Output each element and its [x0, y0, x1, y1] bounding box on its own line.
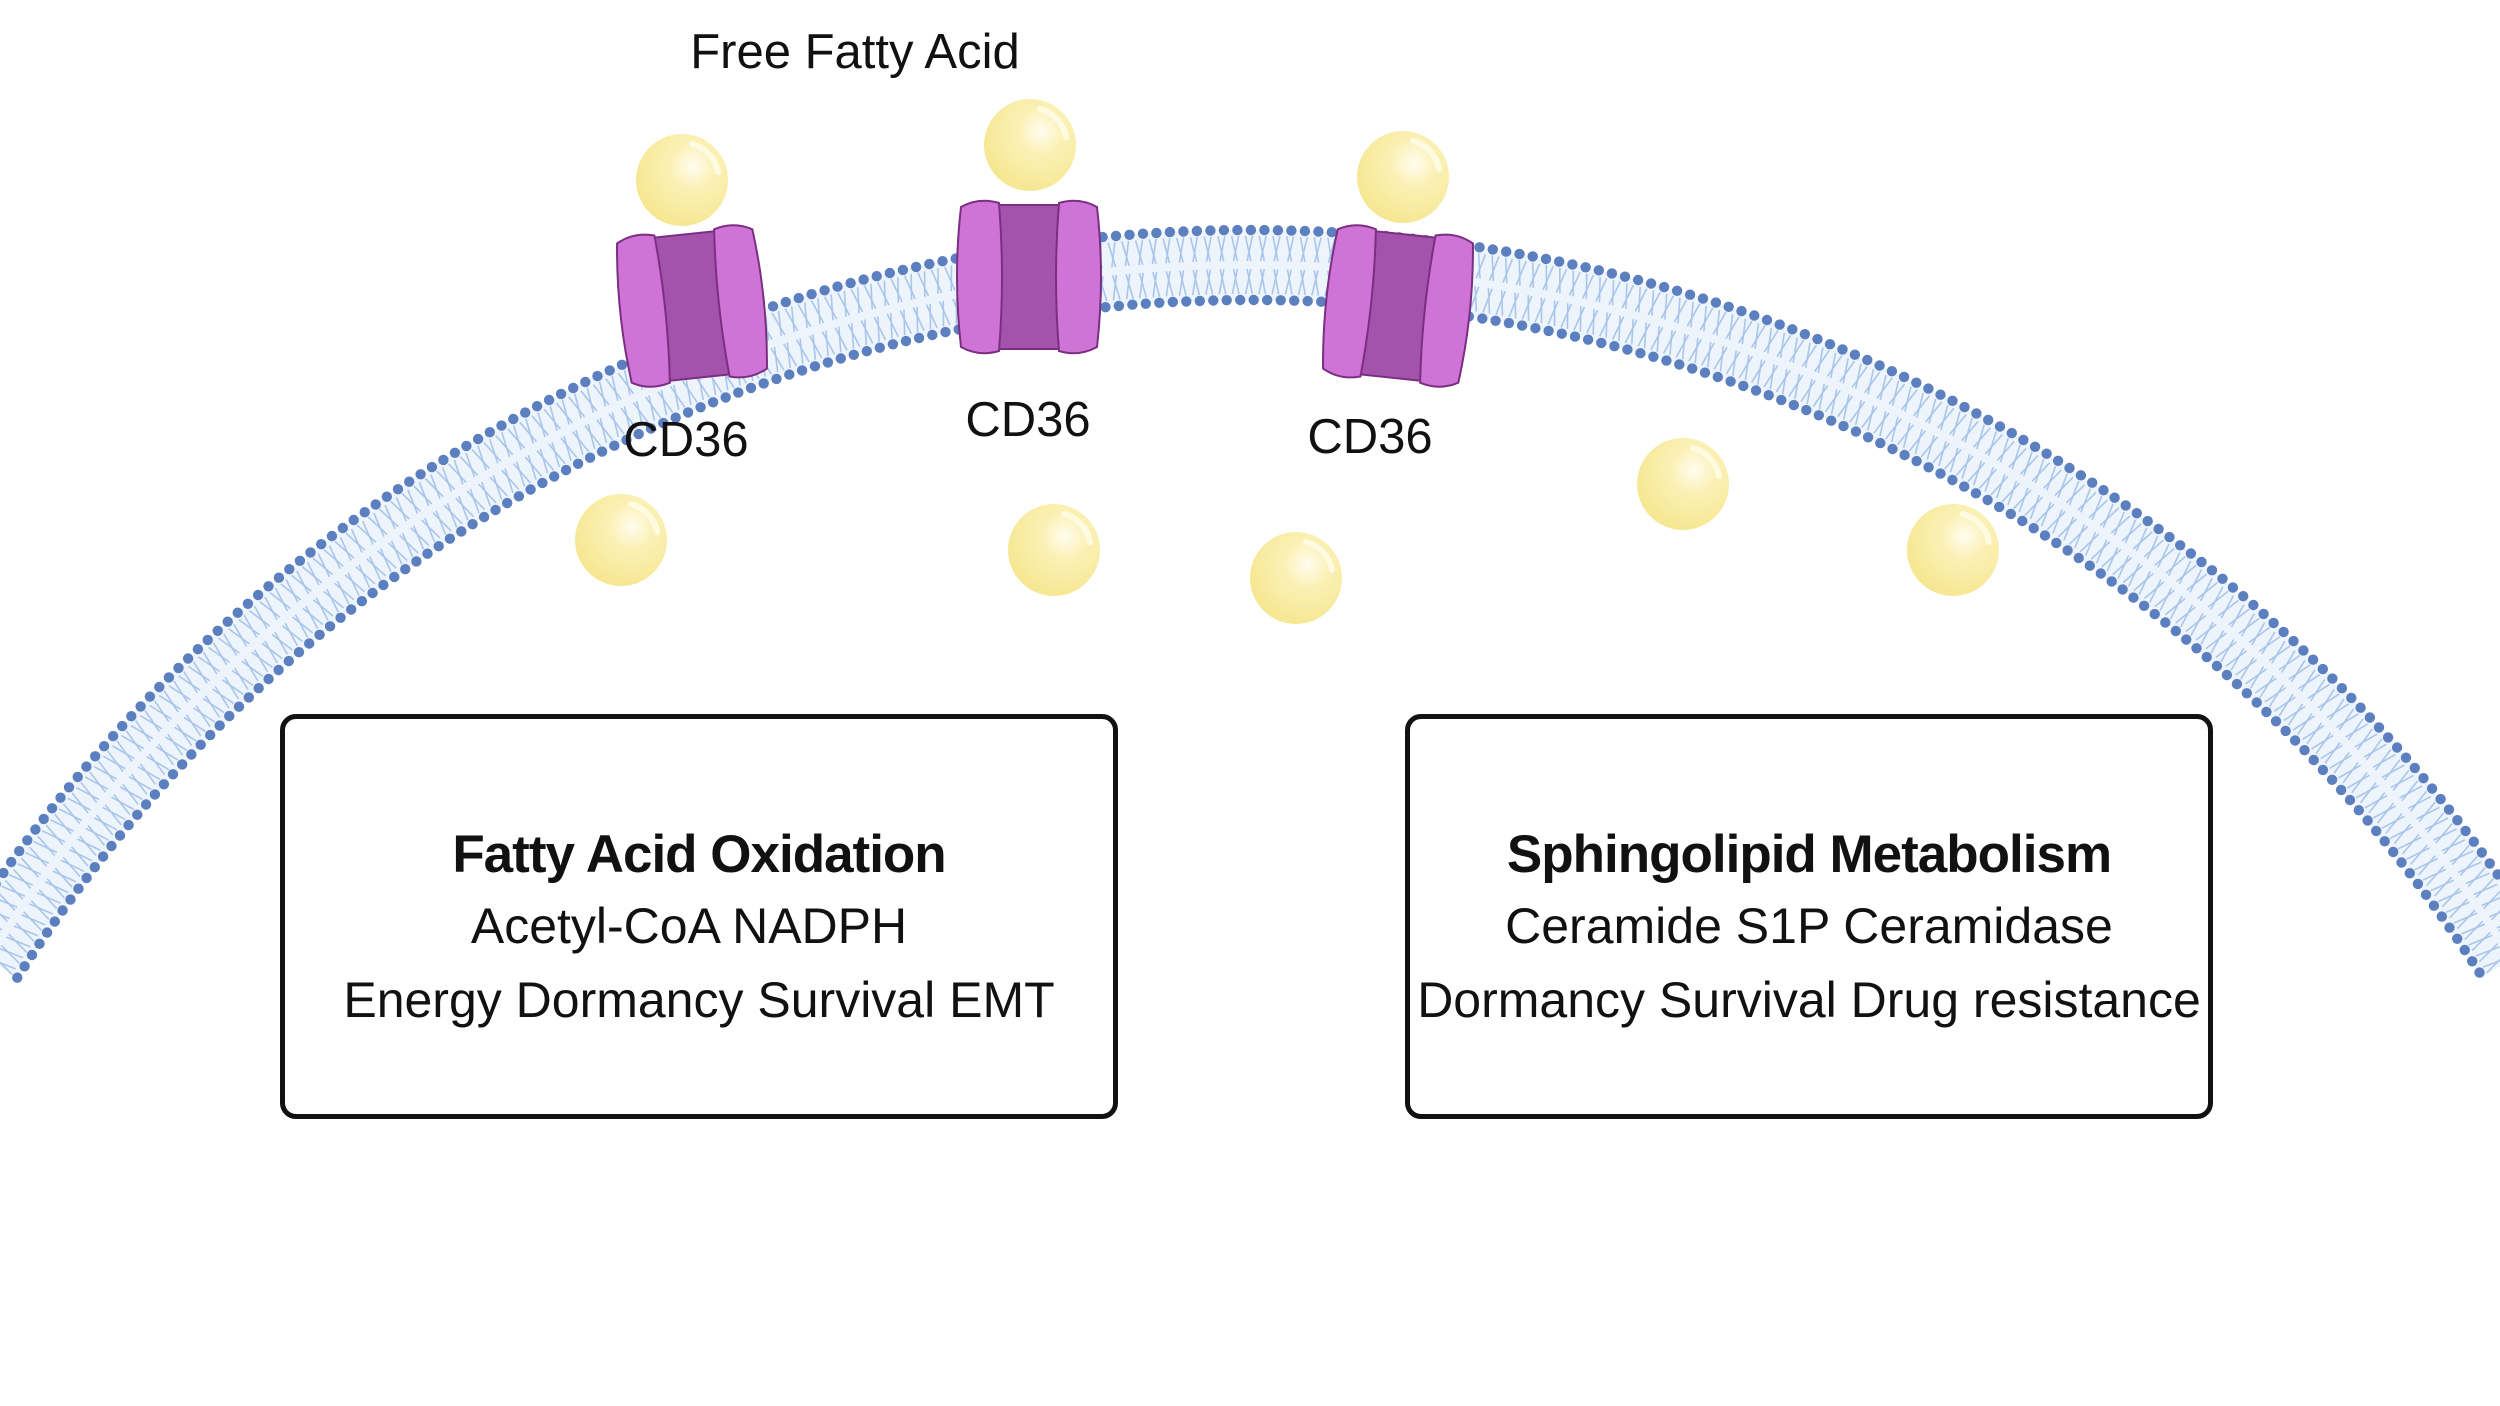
cd36-label-1: CD36: [623, 413, 749, 467]
sphingolipid-metabolism-title: Sphingolipid Metabolism: [1506, 825, 2112, 884]
sphingolipid-metabolism-products: Ceramide S1P Ceramidase: [1505, 898, 2113, 954]
fatty-acid-sphere: [1907, 504, 1999, 596]
fatty-acid-sphere: [1008, 504, 1100, 596]
cd36-transporter-icon: [616, 224, 768, 388]
cd36-label-2: CD36: [965, 393, 1091, 447]
sphingolipid-metabolism-box: Sphingolipid Metabolism Ceramide S1P Cer…: [1405, 714, 2213, 1119]
cd36-transporters: [616, 199, 1474, 388]
fatty-acid-sphere: [1250, 532, 1342, 624]
intracellular-fatty-acids: [575, 438, 1999, 624]
fatty-acid-oxidation-outcomes: Energy Dormancy Survival EMT: [343, 972, 1055, 1028]
fatty-acid-sphere: [1357, 131, 1449, 223]
cd36-transporter-icon: [1322, 224, 1474, 388]
fatty-acid-sphere: [575, 494, 667, 586]
fatty-acid-sphere: [636, 134, 728, 226]
fatty-acid-oxidation-box: Fatty Acid Oxidation Acetyl-CoA NADPH En…: [280, 714, 1118, 1119]
fatty-acid-sphere: [984, 99, 1076, 191]
cd36-transporter-icon: [956, 199, 1102, 355]
fatty-acid-oxidation-title: Fatty Acid Oxidation: [452, 825, 946, 884]
sphingolipid-metabolism-outcomes: Dormancy Survival Drug resistance: [1417, 972, 2201, 1028]
cd36-label-3: CD36: [1307, 410, 1433, 464]
fatty-acid-oxidation-products: Acetyl-CoA NADPH: [470, 898, 908, 954]
free-fatty-acid-label: Free Fatty Acid: [690, 25, 1020, 79]
fatty-acid-sphere: [1637, 438, 1729, 530]
extracellular-fatty-acids: [636, 99, 1449, 226]
membrane-band: [0, 230, 2500, 978]
